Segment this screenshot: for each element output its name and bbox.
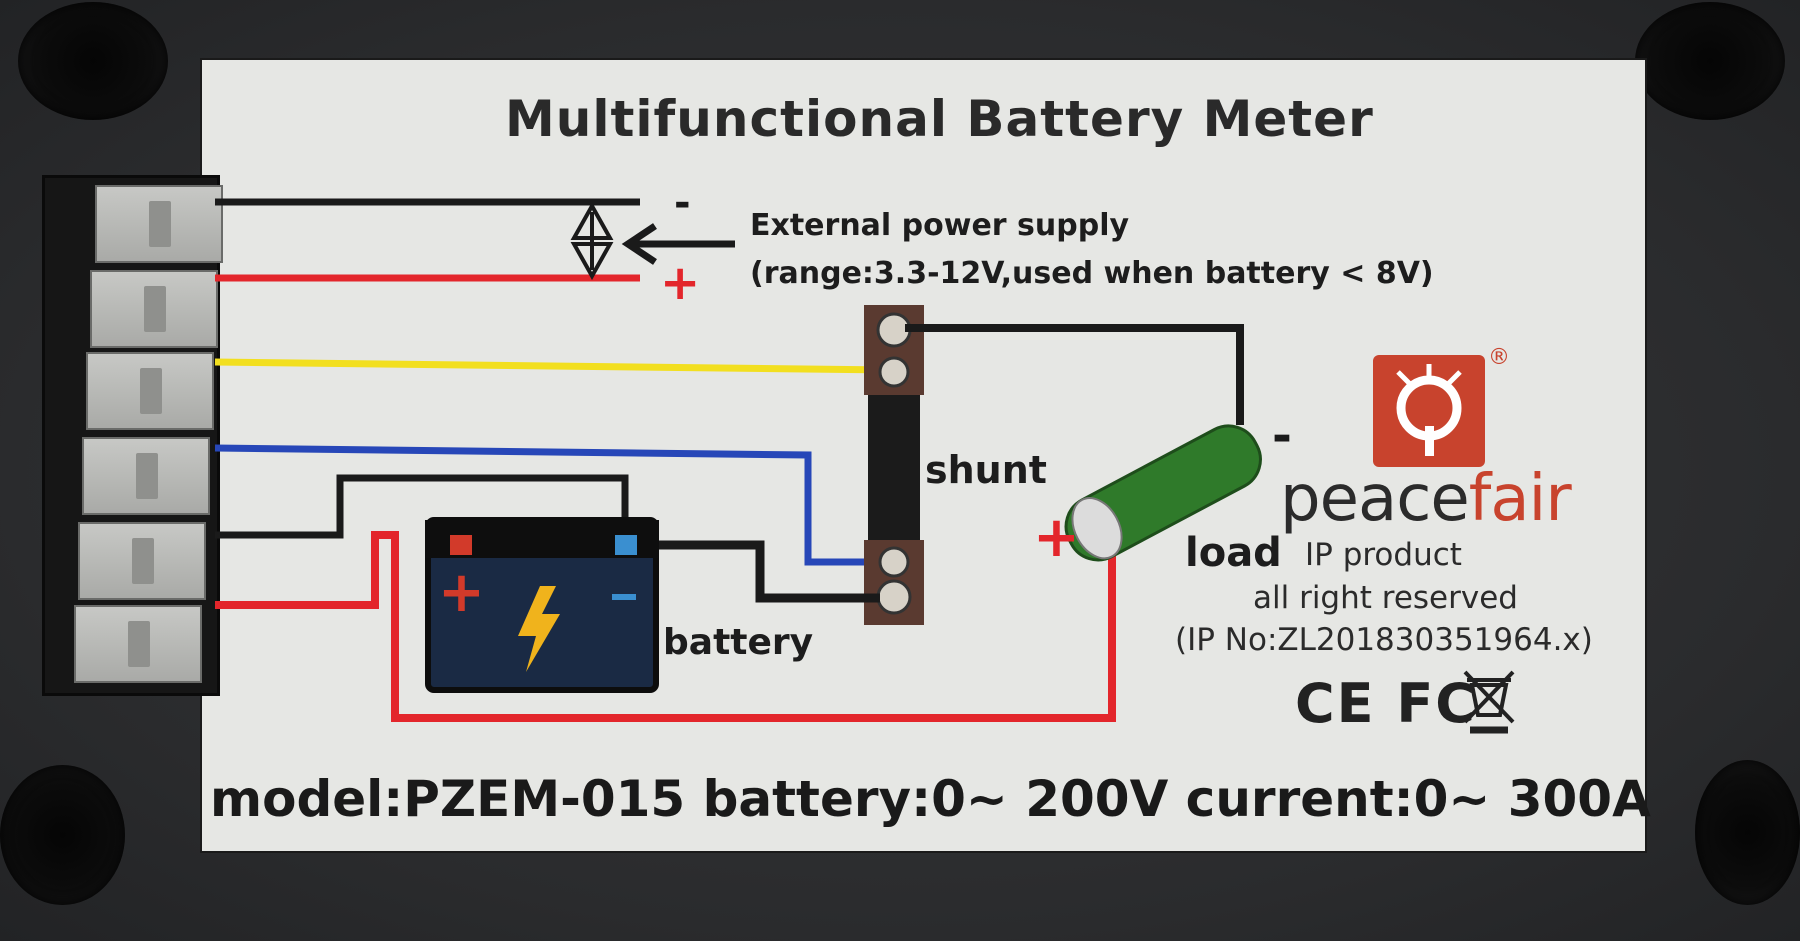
wire-red-load xyxy=(215,531,1116,722)
brand-name-main: peace xyxy=(1280,462,1470,536)
terminal-pin xyxy=(90,270,218,348)
mount-hole-top-right xyxy=(1635,2,1785,120)
load-negative-symbol: - xyxy=(1272,408,1292,464)
lightning-icon xyxy=(518,586,560,672)
load-label: load xyxy=(1185,530,1282,576)
brand-logo-icon xyxy=(1373,355,1485,467)
wire-load-negative xyxy=(905,324,1244,425)
brand-name-accent: fair xyxy=(1468,462,1572,536)
terminal-pin xyxy=(74,605,202,683)
mount-hole-bottom-right xyxy=(1695,760,1800,905)
external-positive-symbol: + xyxy=(660,255,701,311)
battery-label: battery xyxy=(663,622,814,663)
terminal-pin xyxy=(86,352,214,430)
external-supply-text: External power supply xyxy=(750,208,1130,243)
external-negative-symbol: - xyxy=(674,180,691,226)
wire-yellow xyxy=(214,358,891,374)
mount-hole-bottom-left xyxy=(0,765,125,905)
label-title: Multifunctional Battery Meter xyxy=(505,90,1374,148)
wire-black-battery xyxy=(215,474,629,539)
ip-number-text: (IP No:ZL201830351964.x) xyxy=(1175,622,1593,658)
terminal-pin xyxy=(82,437,210,515)
battery-positive-symbol: + xyxy=(438,560,485,625)
terminal-pin xyxy=(78,522,206,600)
wire-blue xyxy=(214,444,890,566)
rights-text: all right reserved xyxy=(1253,580,1518,616)
registered-mark: ® xyxy=(1488,345,1510,370)
mount-hole-top-left xyxy=(18,2,168,120)
wire-battery-negative xyxy=(640,540,880,603)
load-resistor-icon xyxy=(1064,424,1262,562)
shunt-label: shunt xyxy=(925,448,1047,492)
brand-name: peacefair xyxy=(1280,462,1572,536)
terminal-pin xyxy=(95,185,223,263)
weee-bin-icon xyxy=(1463,670,1515,734)
certification-marks: CE FC xyxy=(1295,672,1477,735)
external-supply-range: (range:3.3-12V,used when battery < 8V) xyxy=(750,256,1434,291)
ip-product-text: IP product xyxy=(1305,537,1462,573)
load-positive-symbol: + xyxy=(1033,505,1080,570)
model-spec-line: model:PZEM-015 battery:0~ 200V current:0… xyxy=(210,770,1651,828)
